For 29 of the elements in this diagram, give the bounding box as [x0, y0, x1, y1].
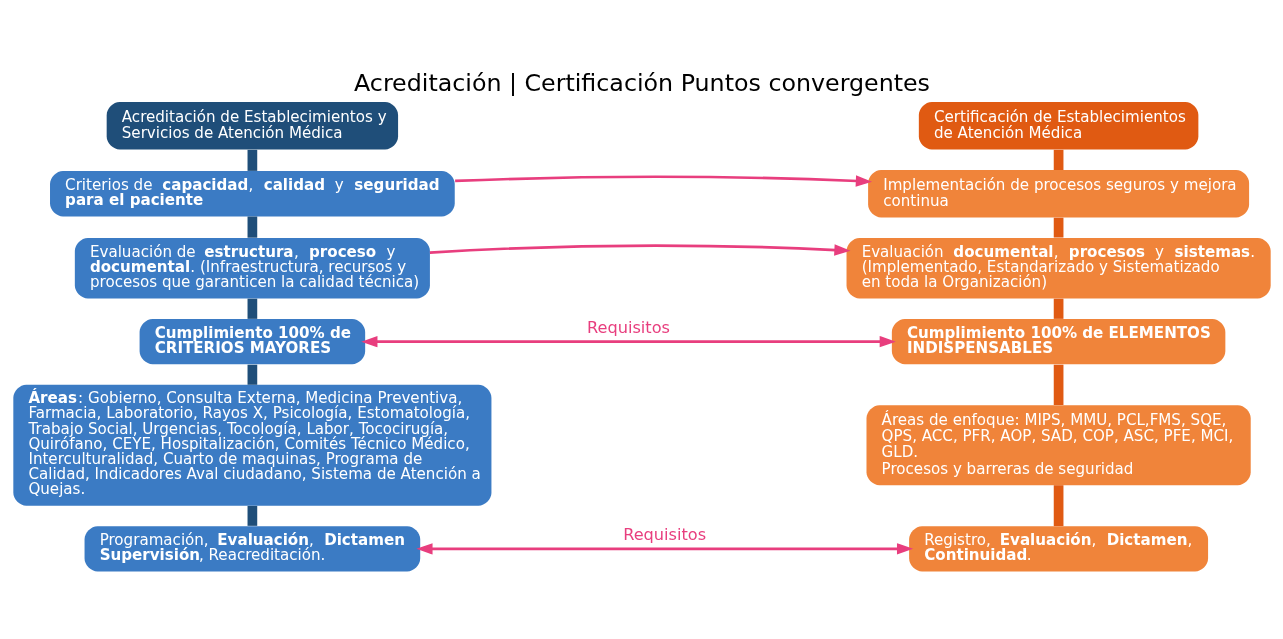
arrow: [454, 175, 872, 187]
connector: [1053, 485, 1063, 527]
connector: [1053, 149, 1063, 170]
node-box: Criterios de capacidad, calidad y seguridad para el paciente: [49, 171, 455, 217]
node-box: Implementación de procesos seguros y mejora continua: [867, 170, 1249, 218]
connector: [247, 149, 257, 171]
edge-label: Requisitos: [622, 525, 706, 545]
node-box: Registro, Evaluación, Dictamen, Continuidad.: [908, 526, 1208, 572]
node-box: Cumplimiento 100% de CRITERIOS MAYORES: [139, 318, 365, 365]
arrow: [415, 543, 913, 555]
connector: [247, 298, 257, 319]
connector: [247, 505, 257, 526]
diagram-title: Acreditación | Certificación Puntos convergentes: [353, 68, 930, 97]
connector: [247, 364, 257, 385]
connector: [1053, 364, 1063, 405]
node-box: Cumplimiento 100% de ELEMENTOS INDISPENSABLES: [891, 318, 1225, 365]
connector: [1053, 298, 1063, 319]
arrow: [429, 244, 851, 256]
node-box: Acreditación de Establecimientos y Servicios de Atención Médica: [106, 102, 398, 150]
node-box: Áreas de enfoque: MIPS, MMU, PCL,FMS, SQE, QPS, ACC, PFR, AOP, SAD, COP, ASC, PFE, MCI, GLD. Procesos y barreras de seguridad: [866, 405, 1251, 486]
arrow: [360, 335, 896, 348]
connector: [1053, 217, 1063, 238]
node-box: Certificación de Establecimientos de Atención Médica: [918, 102, 1198, 150]
node-box: Programación, Evaluación, Dictamen Supervisión, Reacreditación.: [84, 526, 420, 572]
node-box: Áreas: Gobierno, Consulta Externa, Medicina Preventiva, Farmacia, Laboratorio, Rayos X, Psicología, Estomatología, Trabajo Social, Urgencias, Tocología, Labor, Tococirugía, Quirófano, CEYE, Hospitalización, Comités Técnico Médico, Interculturalidad, Cuarto de maquinas, Programa de Calidad, Indicadores Aval ciudadano, Sistema de Atención a Quejas.: [12, 384, 491, 506]
edge-label: Requisitos: [586, 317, 670, 337]
node-box: Evaluación de estructura, proceso y documental. (Infraestructura, recursos y procesos que garanticen la calidad técnica): [74, 238, 430, 299]
node-box: Evaluación documental, procesos y sistemas. (Implementado, Estandarizado y Sistematizado en toda la Organización): [846, 238, 1271, 299]
connector: [247, 216, 257, 238]
